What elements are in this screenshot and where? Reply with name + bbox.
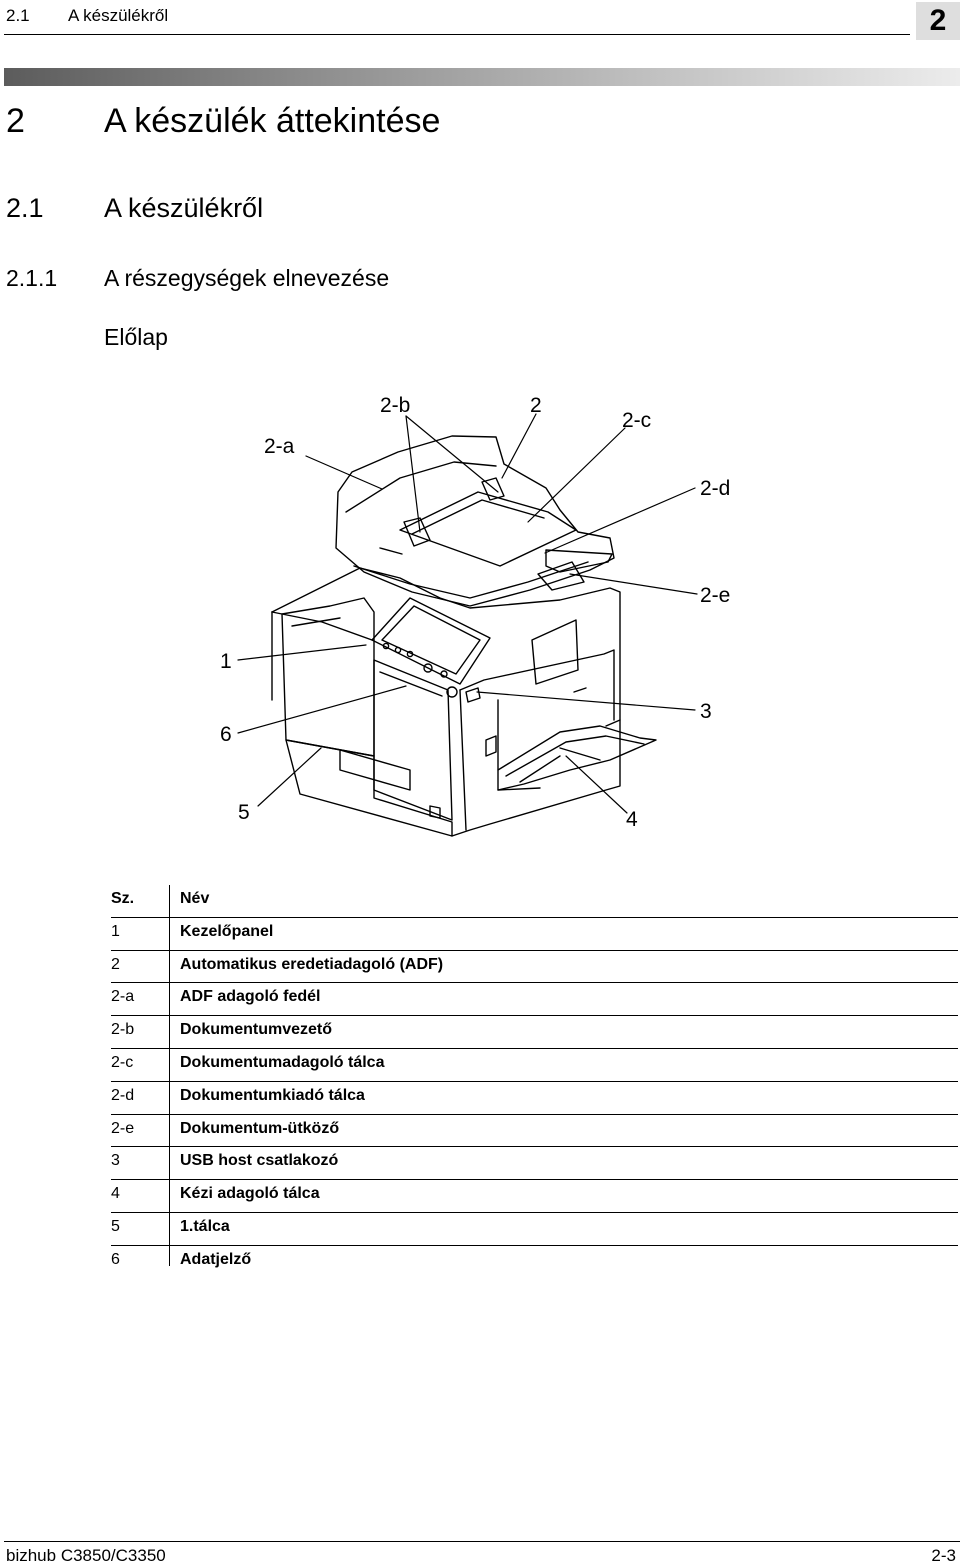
- leader-2-d: [544, 487, 696, 554]
- row-name: Dokumentumadagoló tálca: [180, 1053, 385, 1071]
- callout-6: 6: [220, 723, 232, 746]
- table-row: 3 USB host csatlakozó: [111, 1147, 958, 1181]
- row-number: 2-e: [111, 1119, 135, 1137]
- row-name: USB host csatlakozó: [180, 1152, 339, 1170]
- table-header-row: Sz. Név: [111, 885, 958, 918]
- view-heading: Előlap: [104, 324, 168, 350]
- chapter-heading-title: A készülék áttekintése: [104, 102, 441, 140]
- row-name: Automatikus eredetiadagoló (ADF): [180, 955, 444, 973]
- section-heading-title: A készülékről: [104, 193, 264, 223]
- adf-unit: [335, 435, 615, 607]
- chapter-gradient-bar: [4, 68, 960, 86]
- leader-2-c: [527, 427, 626, 523]
- callout-4: 4: [626, 808, 638, 831]
- row-number: 5: [111, 1217, 120, 1235]
- row-number: 1: [111, 922, 120, 940]
- callout-1: 1: [220, 650, 232, 673]
- table-row: 5 1.tálca: [111, 1213, 958, 1246]
- row-number: 2: [111, 955, 120, 973]
- row-name: Kezelőpanel: [180, 922, 274, 940]
- callout-5: 5: [238, 801, 250, 824]
- table-column-divider: [169, 885, 170, 1266]
- leader-lines: [237, 413, 698, 814]
- leader-2-a: [305, 455, 383, 490]
- table-row: 2-c Dokumentumadagoló tálca: [111, 1049, 958, 1082]
- row-number: 2-d: [111, 1086, 135, 1104]
- row-name: Kézi adagoló tálca: [180, 1185, 320, 1203]
- leader-1: [237, 644, 367, 661]
- header-section-number: 2.1: [6, 6, 30, 25]
- chapter-tab: [916, 2, 960, 40]
- row-name: Dokumentumvezető: [180, 1021, 333, 1039]
- subsection-heading-number: 2.1.1: [6, 265, 58, 291]
- row-name: Dokumentumkiadó tálca: [180, 1086, 365, 1104]
- table-row: 2-e Dokumentum-ütköző: [111, 1115, 958, 1148]
- table-header-name: Név: [180, 890, 210, 907]
- leader-3: [476, 691, 696, 711]
- parts-table: Sz. Név 1 Kezelőpanel 2 Automatikus ered…: [111, 885, 958, 1278]
- table-row: 2 Automatikus eredetiadagoló (ADF): [111, 951, 958, 984]
- chapter-tab-number: 2: [929, 4, 947, 37]
- header-divider: [4, 34, 910, 35]
- footer-divider: [4, 1541, 960, 1542]
- row-number: 2-c: [111, 1053, 134, 1071]
- row-name: ADF adagoló fedél: [180, 988, 321, 1006]
- row-number: 4: [111, 1185, 120, 1203]
- row-name: Adatjelző: [180, 1250, 252, 1268]
- row-name: 1.tálca: [180, 1217, 230, 1235]
- row-number: 2-b: [111, 1021, 135, 1039]
- table-row: 4 Kézi adagoló tálca: [111, 1180, 958, 1213]
- callout-2-e: 2-e: [700, 584, 730, 607]
- chapter-heading-number: 2: [6, 102, 25, 140]
- row-number: 6: [111, 1250, 120, 1268]
- table-row: 2-a ADF adagoló fedél: [111, 983, 958, 1017]
- printer-body: [271, 567, 657, 837]
- callout-2-d: 2-d: [700, 477, 730, 500]
- callout-2: 2: [530, 394, 542, 417]
- section-heading-number: 2.1: [6, 193, 44, 223]
- callout-2-c: 2-c: [622, 409, 651, 432]
- row-name: Dokumentum-ütköző: [180, 1119, 340, 1137]
- row-number: 2-a: [111, 988, 135, 1006]
- leader-2-e: [569, 573, 698, 595]
- leader-6: [237, 685, 407, 734]
- table-row: 6 Adatjelző: [111, 1246, 958, 1278]
- callout-2-b: 2-b: [380, 394, 410, 417]
- table-row: 1 Kezelőpanel: [111, 918, 958, 951]
- printer-diagram: 2-a 2-b 2 2-c 2-d 2-e 1 6 3 5 4: [220, 394, 730, 837]
- footer-model: bizhub C3850/C3350: [6, 1546, 166, 1565]
- leader-4: [565, 755, 628, 814]
- header-section-title: A készülékről: [68, 6, 169, 25]
- leader-2-b-right: [405, 415, 499, 493]
- callout-3: 3: [700, 700, 712, 723]
- leader-2-b-left: [405, 415, 421, 533]
- subsection-heading-title: A részegységek elnevezése: [104, 265, 390, 291]
- leader-5: [257, 747, 322, 807]
- table-row: 2-d Dokumentumkiadó tálca: [111, 1082, 958, 1115]
- table-row: 2-b Dokumentumvezető: [111, 1016, 958, 1049]
- leader-2: [501, 413, 537, 479]
- row-number: 3: [111, 1152, 120, 1170]
- callout-2-a: 2-a: [264, 435, 295, 458]
- table-header-number: Sz.: [111, 890, 135, 907]
- footer-page-number: 2-3: [931, 1546, 956, 1565]
